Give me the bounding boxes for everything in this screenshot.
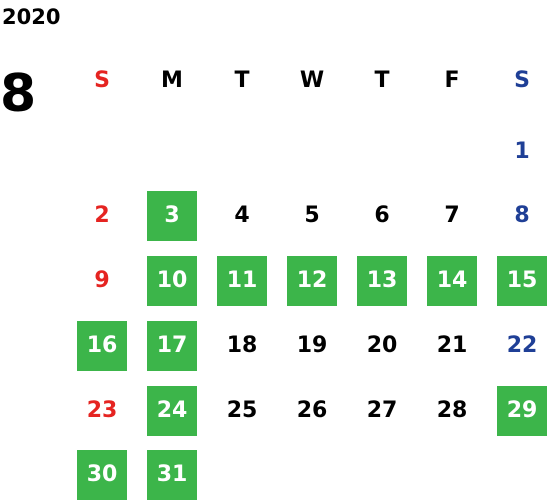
calendar-day-highlighted: 10 — [147, 256, 197, 306]
weekday-thursday: T — [374, 68, 390, 93]
calendar-day: 4 — [234, 203, 250, 228]
calendar-day: 26 — [296, 398, 328, 423]
calendar-day: 25 — [226, 398, 258, 423]
calendar-day: 22 — [506, 333, 538, 358]
weekday-saturday: S — [514, 68, 530, 93]
calendar-day-highlighted: 11 — [217, 256, 267, 306]
calendar-day: 18 — [226, 333, 258, 358]
calendar-day: 5 — [304, 203, 320, 228]
calendar-day-highlighted: 14 — [427, 256, 477, 306]
calendar-day: 23 — [86, 398, 118, 423]
calendar-day: 2 — [94, 203, 110, 228]
calendar-day-highlighted: 15 — [497, 256, 547, 306]
calendar-day: 7 — [444, 203, 460, 228]
calendar-day-highlighted: 31 — [147, 450, 197, 500]
calendar-day: 1 — [514, 139, 530, 164]
calendar-day-highlighted: 16 — [77, 321, 127, 371]
calendar-day-highlighted: 29 — [497, 386, 547, 436]
calendar-day: 27 — [366, 398, 398, 423]
weekday-sunday: S — [94, 68, 110, 93]
calendar-year: 2020 — [2, 5, 61, 29]
calendar-day: 6 — [374, 203, 390, 228]
calendar-day-highlighted: 30 — [77, 450, 127, 500]
weekday-wednesday: W — [299, 68, 325, 93]
calendar-day-highlighted: 3 — [147, 191, 197, 241]
calendar-day: 28 — [436, 398, 468, 423]
weekday-monday: M — [161, 68, 183, 93]
calendar-day-highlighted: 24 — [147, 386, 197, 436]
calendar-day-highlighted: 17 — [147, 321, 197, 371]
calendar-day: 8 — [514, 203, 530, 228]
calendar-day: 19 — [296, 333, 328, 358]
weekday-tuesday: T — [234, 68, 250, 93]
weekday-friday: F — [444, 68, 460, 93]
calendar-day-highlighted: 12 — [287, 256, 337, 306]
calendar-day: 21 — [436, 333, 468, 358]
calendar-day: 9 — [94, 268, 110, 293]
calendar-day: 20 — [366, 333, 398, 358]
calendar-day-highlighted: 13 — [357, 256, 407, 306]
calendar-month: 8 — [0, 64, 37, 124]
